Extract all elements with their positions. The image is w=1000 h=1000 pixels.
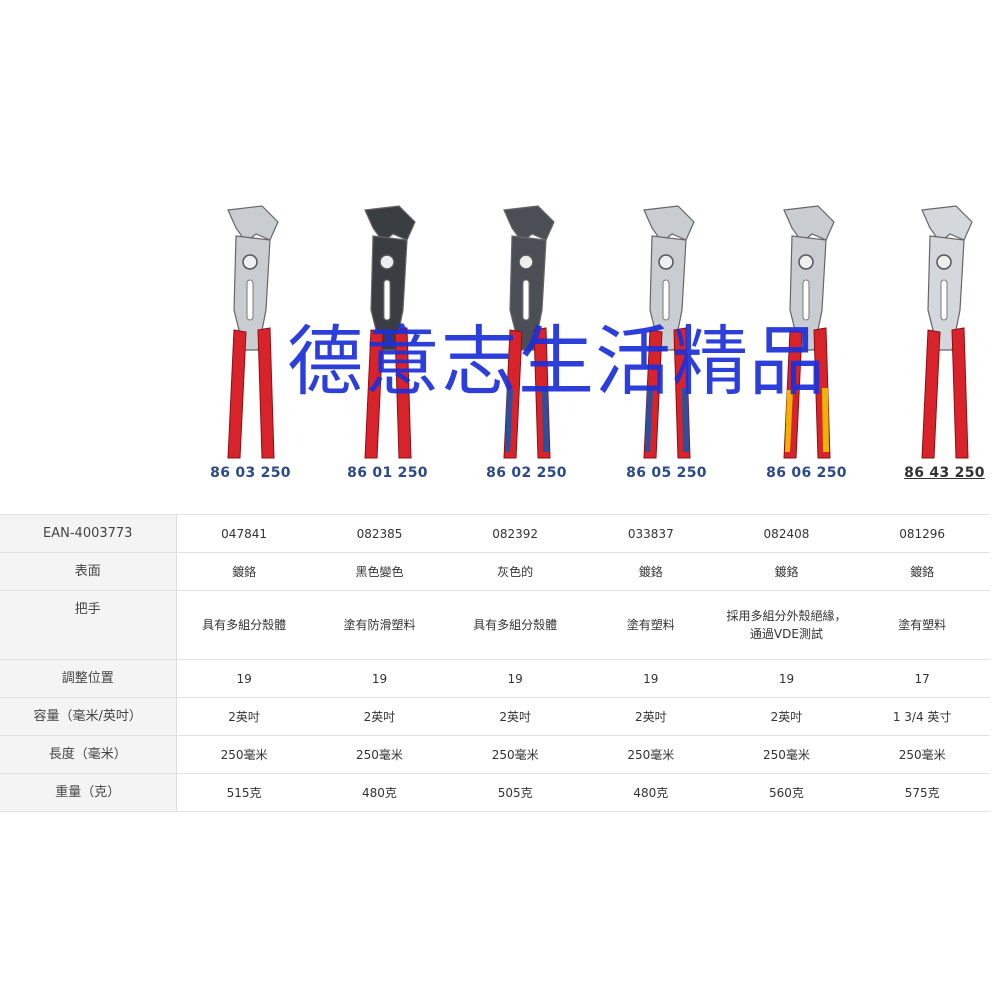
table-cell: 具有多組分殼體	[176, 590, 312, 660]
table-cell: 047841	[176, 514, 312, 553]
table-cell: 採用多組分外殼絕緣，通過VDE測試	[718, 590, 855, 660]
table-cell: 033837	[582, 514, 719, 553]
table-cell: 082385	[311, 514, 448, 553]
table-cell: 黑色變色	[311, 552, 448, 591]
product-code[interactable]: 86 01 250	[347, 465, 428, 481]
row-label: 長度（毫米）	[0, 735, 177, 774]
product-code[interactable]: 86 06 250	[766, 465, 847, 481]
row-label: 容量（毫米/英吋）	[0, 697, 177, 736]
table-cell: 2英吋	[176, 697, 312, 736]
table-cell: 250毫米	[854, 735, 990, 774]
product-code-link[interactable]: 86 43 250	[904, 465, 985, 481]
table-cell: 鍍鉻	[582, 552, 719, 591]
table-cell: 575克	[854, 773, 990, 812]
product-code[interactable]: 86 02 250	[486, 465, 567, 481]
table-cell: 19	[582, 659, 719, 698]
table-row: 把手具有多組分殼體塗有防滑塑料具有多組分殼體塗有塑料採用多組分外殼絕緣，通過VD…	[0, 590, 990, 660]
product-5[interactable]: 86 06 250	[738, 195, 875, 490]
row-label: EAN-4003773	[0, 514, 177, 553]
table-cell: 鍍鉻	[176, 552, 312, 591]
table-cell: 480克	[311, 773, 448, 812]
row-label: 調整位置	[0, 659, 177, 698]
table-cell: 081296	[854, 514, 990, 553]
table-cell: 2英吋	[447, 697, 583, 736]
table-row: 表面鍍鉻黑色變色灰色的鍍鉻鍍鉻鍍鉻	[0, 552, 990, 591]
product-3[interactable]: 86 02 250	[458, 195, 595, 490]
table-cell: 塗有塑料	[854, 590, 990, 660]
table-cell: 19	[311, 659, 448, 698]
plier-wrench-image	[364, 205, 416, 459]
watermark-text: 德意志生活精品	[287, 317, 826, 406]
table-cell: 250毫米	[447, 735, 583, 774]
table-cell: 2英吋	[311, 697, 448, 736]
table-cell: 2英吋	[718, 697, 855, 736]
row-label: 表面	[0, 552, 177, 591]
table-cell: 塗有防滑塑料	[311, 590, 448, 660]
plier-wrench-image	[921, 205, 973, 459]
table-cell: 505克	[447, 773, 583, 812]
row-label: 重量（克）	[0, 773, 177, 812]
table-cell: 鍍鉻	[854, 552, 990, 591]
table-cell: 082408	[718, 514, 855, 553]
product-4[interactable]: 86 05 250	[598, 195, 735, 490]
table-cell: 250毫米	[582, 735, 719, 774]
table-cell: 具有多組分殼體	[447, 590, 583, 660]
table-cell: 250毫米	[176, 735, 312, 774]
plier-wrench-image	[783, 205, 835, 459]
table-cell: 082392	[447, 514, 583, 553]
table-cell: 1 3/4 英寸	[854, 697, 990, 736]
table-cell: 2英吋	[582, 697, 719, 736]
table-cell: 17	[854, 659, 990, 698]
plier-wrench-image	[643, 205, 695, 459]
table-cell: 19	[176, 659, 312, 698]
table-cell: 鍍鉻	[718, 552, 855, 591]
table-cell: 19	[447, 659, 583, 698]
table-cell: 480克	[582, 773, 719, 812]
plier-wrench-image	[503, 205, 555, 459]
product-2[interactable]: 86 01 250	[319, 195, 456, 490]
table-cell: 250毫米	[311, 735, 448, 774]
plier-wrench-image	[227, 205, 279, 459]
product-code[interactable]: 86 03 250	[210, 465, 291, 481]
product-gallery: 86 03 250 86 01 250 86 02 250 86 05 250 …	[176, 195, 1000, 490]
table-cell: 515克	[176, 773, 312, 812]
product-6[interactable]: 86 43 250	[876, 195, 1000, 490]
table-cell: 250毫米	[718, 735, 855, 774]
row-label: 把手	[0, 590, 177, 660]
table-cell: 灰色的	[447, 552, 583, 591]
table-cell: 560克	[718, 773, 855, 812]
product-code[interactable]: 86 05 250	[626, 465, 707, 481]
table-cell: 19	[718, 659, 855, 698]
table-cell: 塗有塑料	[582, 590, 719, 660]
product-1[interactable]: 86 03 250	[182, 195, 319, 490]
